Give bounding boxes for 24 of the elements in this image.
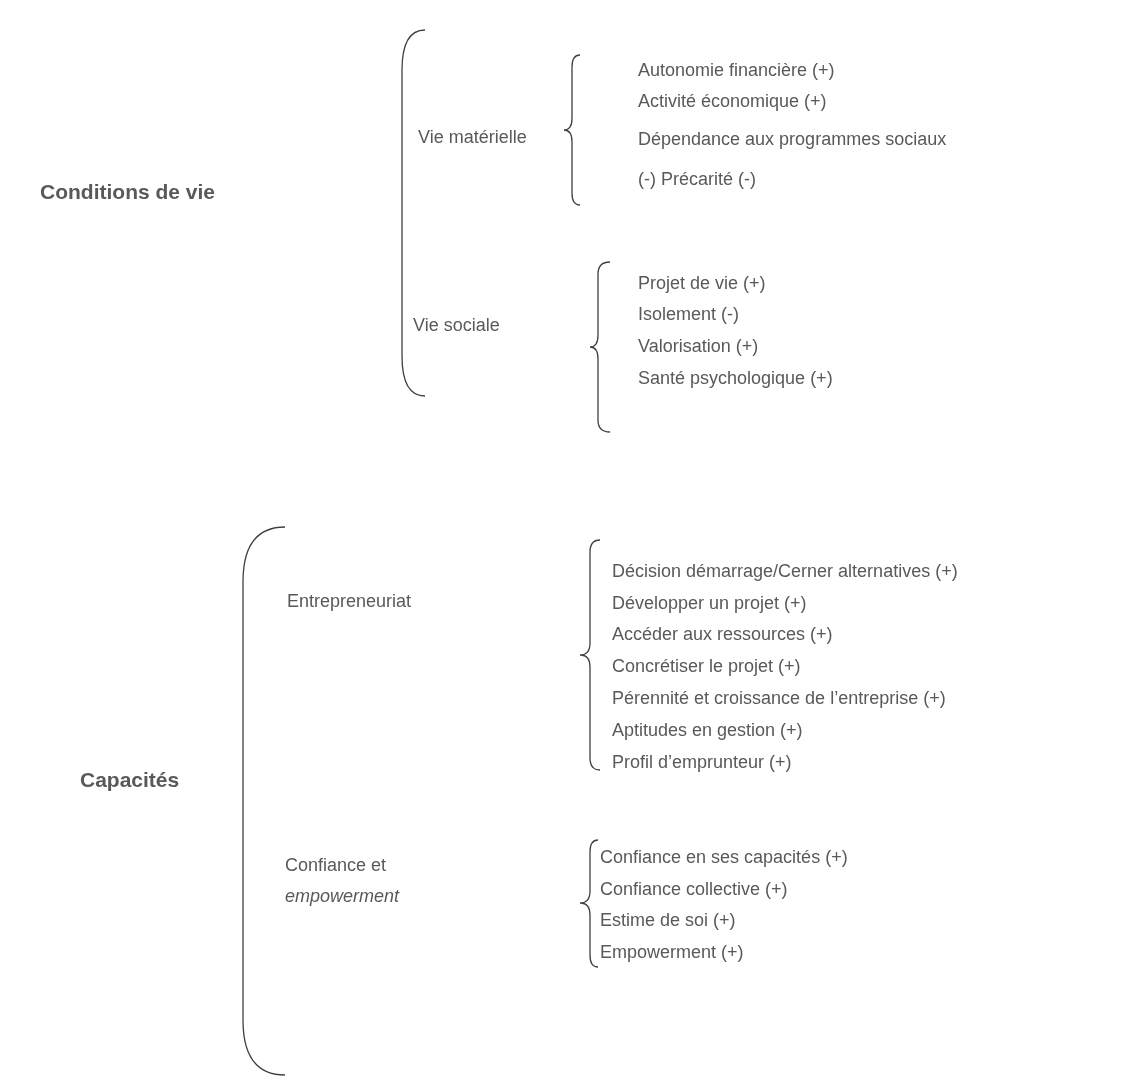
indicator-label: Empowerment (+) bbox=[600, 941, 744, 964]
indicator-label: Isolement (-) bbox=[638, 303, 740, 326]
indicator-label: Concrétiser le projet (+) bbox=[612, 655, 801, 678]
category-heading: Capacités bbox=[80, 768, 180, 792]
indicator-label: Santé psychologique (+) bbox=[638, 367, 833, 390]
indicator-label: Estime de soi (+) bbox=[600, 909, 736, 932]
indicator-label: Développer un projet (+) bbox=[612, 592, 807, 615]
subcategory-label: Entrepreneuriat bbox=[287, 590, 412, 613]
subcategory-label: Vie matérielle bbox=[418, 126, 527, 149]
indicator-label: Activité économique (+) bbox=[638, 90, 827, 113]
indicator-label: Dépendance aux programmes sociaux (-) Précarité (-) bbox=[638, 128, 948, 191]
indicator-label: Accéder aux ressources (+) bbox=[612, 623, 833, 646]
indicator-label: Profil d’emprunteur (+) bbox=[612, 751, 792, 774]
indicator-label: Autonomie financière (+) bbox=[638, 59, 835, 82]
category-heading: Conditions de vie bbox=[40, 180, 215, 204]
indicator-label: Confiance collective (+) bbox=[600, 878, 788, 901]
subcategory-label: Confiance et empowerment bbox=[285, 854, 401, 908]
indicator-label: Pérennité et croissance de l’entreprise (+) bbox=[612, 687, 946, 710]
subcategory-label: Vie sociale bbox=[413, 314, 500, 337]
indicator-label: Valorisation (+) bbox=[638, 335, 759, 358]
indicator-label: Aptitudes en gestion (+) bbox=[612, 719, 803, 742]
indicator-label: Décision démarrage/Cerner alternatives (+) bbox=[612, 560, 958, 583]
indicator-label: Confiance en ses capacités (+) bbox=[600, 846, 848, 869]
indicator-label: Projet de vie (+) bbox=[638, 272, 766, 295]
